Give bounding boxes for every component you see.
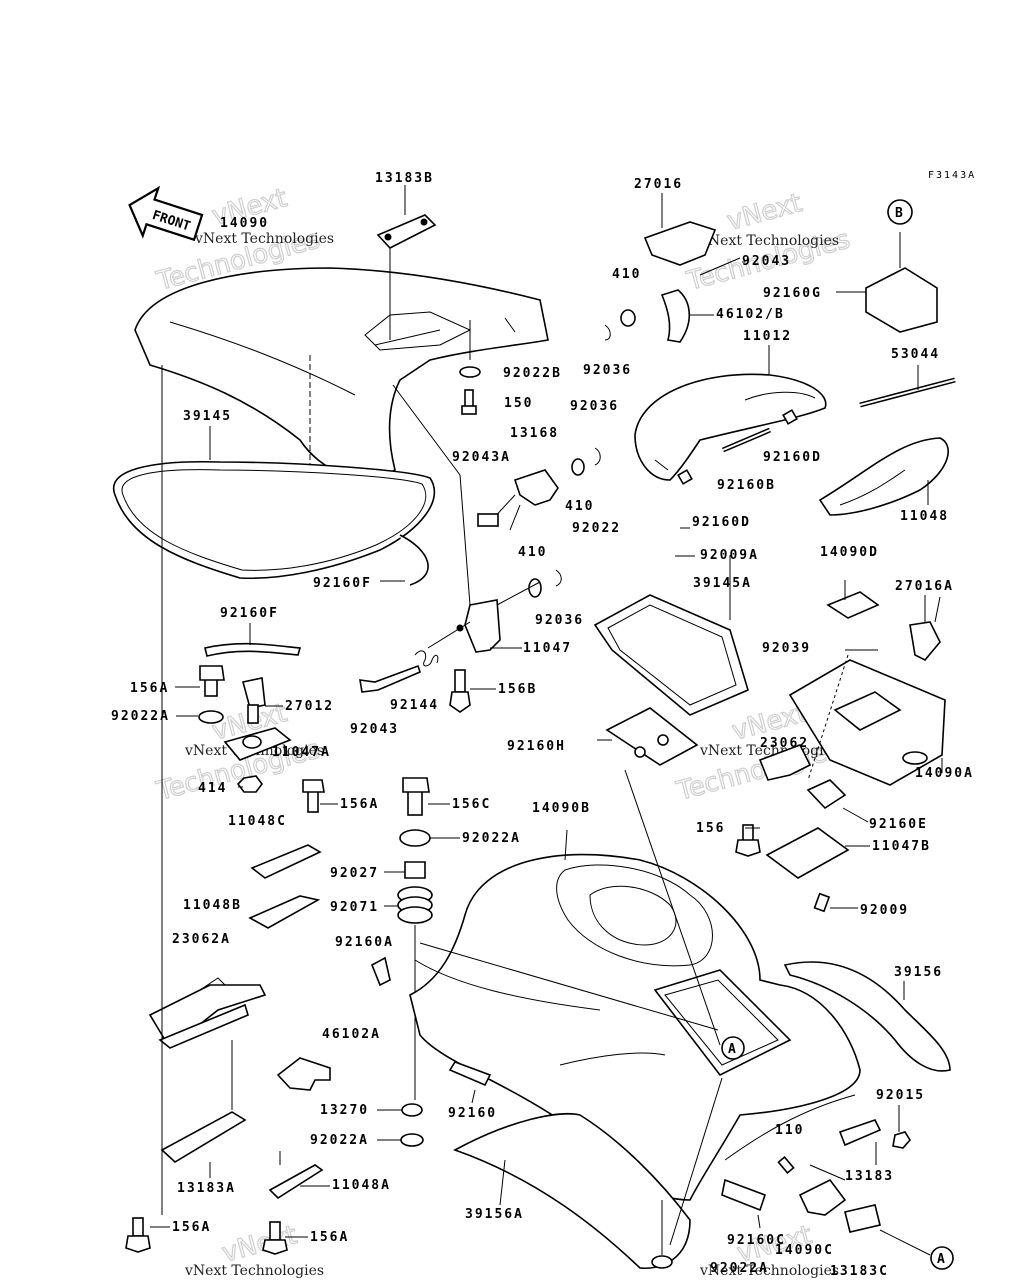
part-label: 92160D xyxy=(763,450,822,465)
part-label: 92160F xyxy=(220,606,279,621)
part-label: 156A xyxy=(340,797,379,812)
part-label: 23062A xyxy=(172,932,231,947)
watermark-text: vNext Technologies xyxy=(184,1263,324,1279)
part-label: 14090B xyxy=(532,801,591,816)
part-label: 156A xyxy=(130,681,169,696)
front-arrow: FRONT xyxy=(128,185,204,242)
part-label: 14090D xyxy=(820,545,879,560)
part-label: 46102A xyxy=(322,1027,381,1042)
part-label: 92022 xyxy=(572,521,621,536)
watermark-text: vNext Technologies xyxy=(699,1263,839,1279)
part-label: 92160C xyxy=(727,1233,786,1248)
part-label: 92022A xyxy=(310,1133,369,1148)
part-label: 92071 xyxy=(330,900,379,915)
part-label: 14090C xyxy=(775,1243,834,1258)
part-label: 39156 xyxy=(894,965,943,980)
part-label: 92022A xyxy=(710,1261,769,1276)
part-label: 11012 xyxy=(743,329,792,344)
part-label: 13168 xyxy=(510,426,559,441)
part-label: 23062 xyxy=(760,736,809,751)
figure-code: F3143A xyxy=(928,170,976,181)
part-label: 27016A xyxy=(895,579,954,594)
part-label: 13183C xyxy=(830,1264,889,1279)
plate-13183B xyxy=(376,214,437,249)
part-label: 92160F xyxy=(313,576,372,591)
part-label: 92022B xyxy=(503,366,562,381)
part-label: 11047B xyxy=(872,839,931,854)
part-label: 13183B xyxy=(375,171,434,186)
upper-cowl-part xyxy=(134,267,549,479)
part-label: 92039 xyxy=(762,641,811,656)
part-label: 13270 xyxy=(320,1103,369,1118)
part-label: 39156A xyxy=(465,1207,524,1222)
part-label: 27012 xyxy=(285,699,334,714)
watermark-text: vNext Technologies xyxy=(699,233,839,249)
part-label: 92015 xyxy=(876,1088,925,1103)
part-label: 46102/B xyxy=(716,307,785,322)
watermark-vnext: vNext xyxy=(219,1220,300,1269)
part-label: 11048B xyxy=(183,898,242,913)
part-label: 92036 xyxy=(535,613,584,628)
part-label: 92160D xyxy=(692,515,751,530)
part-label: 92036 xyxy=(583,363,632,378)
part-label: 410 xyxy=(612,267,641,282)
callout-a-text: A xyxy=(728,1042,738,1057)
part-label: 11047 xyxy=(523,641,572,656)
part-label: 11048A xyxy=(332,1178,391,1193)
part-label: 14090A xyxy=(915,766,974,781)
part-label: 13183A xyxy=(177,1181,236,1196)
bolt-150 xyxy=(461,389,477,415)
part-label: 92160A xyxy=(335,935,394,950)
part-labels: 13183B 14090 27016 410 92043 46102/B 921… xyxy=(111,171,974,1279)
part-label: 92043A xyxy=(452,450,511,465)
part-label: 27016 xyxy=(634,177,683,192)
part-label: 414 xyxy=(198,781,227,796)
part-label: 92027 xyxy=(330,866,379,881)
part-label: 92036 xyxy=(570,399,619,414)
label-leaders xyxy=(150,261,943,1238)
part-label: 156A xyxy=(172,1220,211,1235)
part-label: 156 xyxy=(696,821,725,836)
part-label: 156B xyxy=(498,682,537,697)
part-label: 13183 xyxy=(845,1169,894,1184)
watermark-vnext: vNext xyxy=(724,188,805,237)
part-label: 11047A xyxy=(272,745,331,760)
part-label: 14090 xyxy=(220,216,269,231)
part-label: 92160E xyxy=(869,817,928,832)
part-label: 92144 xyxy=(390,698,439,713)
part-label: 11048C xyxy=(228,814,287,829)
part-label: 92043 xyxy=(350,722,399,737)
part-label: 39145 xyxy=(183,409,232,424)
part-label: 92160G xyxy=(763,286,822,301)
part-label: 92043 xyxy=(742,254,791,269)
callout-a-text: A xyxy=(937,1252,947,1267)
part-label: 92160H xyxy=(507,739,566,754)
part-label: 110 xyxy=(775,1123,804,1138)
part-label: 92022A xyxy=(111,709,170,724)
part-label: 410 xyxy=(518,545,547,560)
part-label: 410 xyxy=(565,499,594,514)
callout-b-text: B xyxy=(895,206,905,221)
part-label: 11048 xyxy=(900,509,949,524)
part-label: 92009 xyxy=(860,903,909,918)
part-label: 150 xyxy=(504,396,533,411)
part-label: 92160 xyxy=(448,1106,497,1121)
part-label: 39145A xyxy=(693,576,752,591)
part-label: 156A xyxy=(310,1230,349,1245)
part-label: 92009A xyxy=(700,548,759,563)
part-label: 92022A xyxy=(462,831,521,846)
part-label: 156C xyxy=(452,797,491,812)
watermark-text: vNext Technologies xyxy=(194,231,334,247)
part-label: 53044 xyxy=(891,347,940,362)
part-label: 92160B xyxy=(717,478,776,493)
